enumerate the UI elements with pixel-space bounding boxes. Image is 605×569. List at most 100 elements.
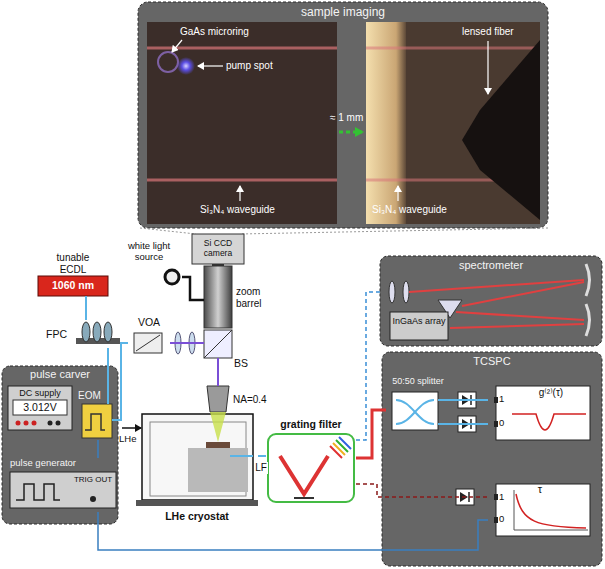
pulse-carver-panel (32, 421, 37, 426)
callout-label: LHe (119, 434, 136, 445)
node-label: InGaAs array (392, 316, 446, 327)
panel-box: spectrometerInGaAs array (380, 256, 602, 346)
spectrometer-panel (450, 324, 584, 328)
tcspc-panel (514, 490, 588, 530)
connector-line (450, 423, 488, 425)
node-label: FPC (46, 328, 74, 340)
callout-label: lensed fiber (462, 26, 514, 38)
tcspc-panel (438, 423, 450, 425)
microring-image (172, 40, 182, 52)
objective-box: NA=0.4 (205, 386, 283, 416)
grating-filter-box (339, 437, 351, 449)
grating-filter-box (280, 456, 328, 494)
pulse-carver-panel (107, 388, 109, 404)
pulse-carver-panel (2, 366, 118, 524)
zoom-guide-lines (140, 228, 196, 234)
connector-line (356, 484, 488, 497)
node-label: zoom barrel (236, 286, 278, 309)
beam-splitter (204, 330, 232, 358)
connector-line (356, 292, 380, 440)
node-label: g⁽²⁾(τ) (516, 387, 586, 399)
node-text: 0 (499, 418, 508, 429)
camera-body (192, 234, 244, 264)
light-source (165, 270, 179, 284)
cryostat-body (142, 414, 253, 500)
connector-line (116, 343, 128, 420)
spectrometer-panel (586, 304, 590, 336)
imaging-panel (138, 2, 548, 228)
node-label: τ (518, 483, 562, 496)
spectrometer-panel (389, 281, 395, 303)
tcspc-panel (494, 494, 498, 500)
connector-line (217, 374, 219, 386)
node-label: pulse carver (2, 368, 118, 381)
microring-image (198, 65, 223, 66)
attenuator-box: VOA (128, 316, 170, 356)
node-label: LHe cryostat (136, 510, 258, 522)
microring-image (158, 52, 178, 72)
zoom-guide-lines (240, 228, 548, 234)
tcspc-panel (382, 352, 602, 566)
connector-line (182, 277, 204, 300)
grating-filter-box (268, 434, 354, 502)
node-label: grating filter (266, 418, 356, 430)
fiber-image (462, 40, 540, 220)
barrel-box: zoom barrel (204, 266, 278, 328)
node-label: EOM (78, 390, 104, 402)
source-box: white light source (116, 240, 182, 286)
tcspc-panel (438, 399, 450, 401)
connector-line (85, 296, 87, 320)
tcspc-panel (396, 400, 434, 424)
connector-line (450, 399, 488, 401)
cryostat-body (188, 448, 248, 492)
pulse-carver-panel (16, 421, 21, 426)
tcspc-panel (494, 397, 498, 403)
spectrometer-panel (456, 312, 584, 320)
objective (207, 386, 229, 412)
attenuator (134, 333, 162, 353)
zoom-barrel (204, 266, 232, 328)
pulse-carver-panel (24, 421, 29, 426)
node-text: TRIG OUT (70, 475, 116, 484)
attenuator (136, 335, 160, 351)
distance-arrow (339, 132, 362, 133)
polarization-controller (93, 322, 101, 342)
tcspc-panel (396, 400, 434, 424)
connector-line (97, 440, 99, 458)
connector-line (258, 455, 266, 457)
spectrometer-panel (380, 256, 602, 346)
callout-label: GaAs microring (180, 26, 249, 38)
filter-box: grating filter (266, 418, 356, 504)
tcspc-panel (496, 386, 590, 440)
callout-label: ≈ 1 mm (330, 112, 363, 124)
tcspc-panel (496, 484, 590, 536)
edge-label: LF (254, 462, 268, 474)
distance-arrow (339, 131, 362, 134)
tcspc-panel (392, 392, 438, 430)
panel-box: pulse carverDC supply3.012VEOMpulse gene… (2, 366, 118, 524)
detector-box: InGaAs array (390, 312, 448, 340)
plot-box: g⁽²⁾(τ)10 (488, 384, 592, 442)
spectrometer-panel (390, 312, 448, 340)
panel-box: TCSPC50:50 splitterg⁽²⁾(τ)10τ10 (382, 352, 602, 566)
pulse-carver-panel (16, 484, 60, 500)
connector-line (356, 410, 386, 458)
cryostat-body (136, 500, 258, 506)
connector-line (98, 512, 488, 550)
spectrometer-panel (462, 282, 584, 306)
microring-image (147, 179, 337, 182)
spectrometer-panel (403, 281, 409, 303)
pulse-carver-panel (112, 419, 116, 421)
node-label: sample imaging (138, 6, 548, 20)
polarization-controller (76, 322, 120, 344)
splitter-box: 50:50 splitter (386, 376, 450, 434)
modulator-box: EOM (78, 388, 116, 440)
tcspc-panel (516, 494, 586, 528)
splitter-cube: BS (204, 330, 252, 374)
polarization-controller (104, 322, 112, 342)
cryostat-body (210, 412, 226, 442)
pulse-carver-panel (48, 421, 53, 426)
beam-splitter (204, 330, 232, 358)
spectrometer-panel (380, 256, 602, 346)
